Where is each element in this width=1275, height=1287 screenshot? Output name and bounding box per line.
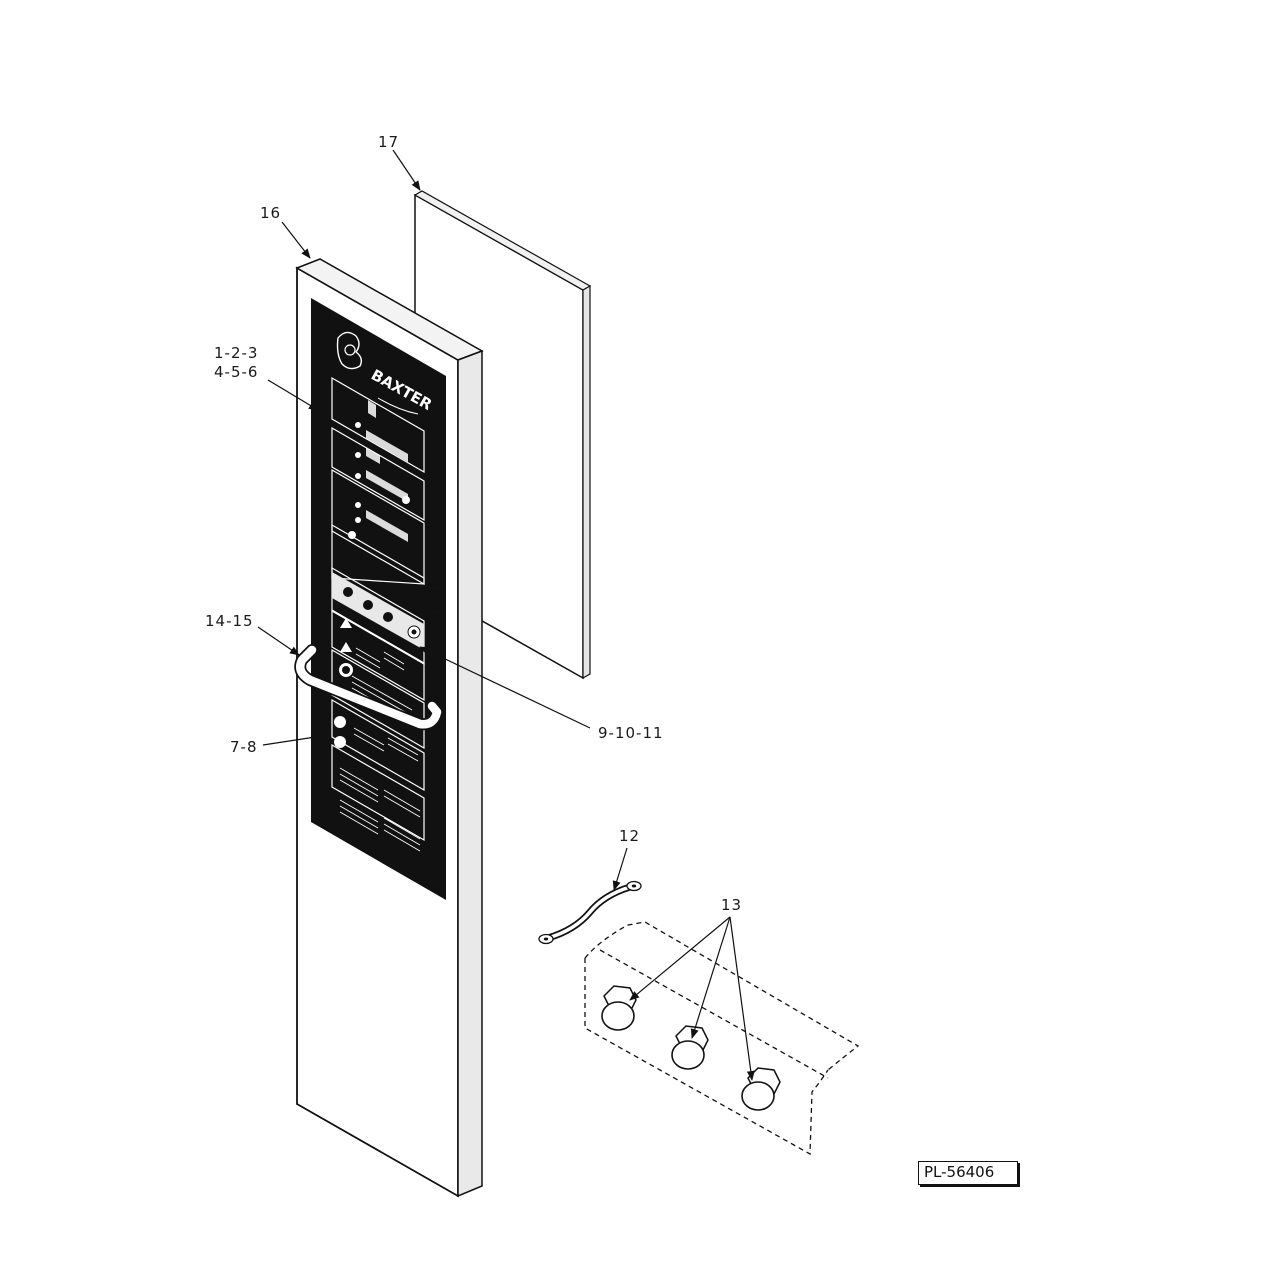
control-knob — [601, 985, 637, 1031]
control-label-overlay: BAXTER — [311, 298, 446, 900]
control-knobs — [601, 985, 781, 1111]
leader-lines — [257, 149, 755, 1081]
callout-16: 16 — [260, 204, 281, 222]
part-number-label: PL-56406 — [918, 1161, 1018, 1185]
ground-strap — [538, 880, 642, 945]
callout-13: 13 — [721, 896, 742, 914]
callout-1-2-3: 1-2-3 — [214, 344, 258, 362]
callout-9-10-11: 9-10-11 — [598, 724, 664, 742]
callout-7-8: 7-8 — [230, 738, 258, 756]
panel-icon-symbols — [348, 422, 410, 539]
control-knob — [741, 1067, 781, 1111]
callout-17: 17 — [378, 133, 399, 151]
digital-readout-windows — [366, 400, 408, 542]
control-knob — [671, 1025, 709, 1070]
warning-symbols-block — [332, 572, 424, 748]
callout-12: 12 — [619, 827, 640, 845]
control-display-sections — [331, 376, 425, 842]
rocker-switch — [407, 625, 421, 639]
knob-mounting-panel — [584, 921, 860, 1156]
callout-14-15: 14-15 — [205, 612, 254, 630]
callout-labels: 17 16 1-2-3 4-5-6 14-15 9-10-11 7-8 12 1… — [205, 133, 742, 914]
callout-4-5-6: 4-5-6 — [214, 363, 258, 381]
side-scale-ticks — [427, 577, 441, 623]
door-handle — [294, 644, 443, 731]
